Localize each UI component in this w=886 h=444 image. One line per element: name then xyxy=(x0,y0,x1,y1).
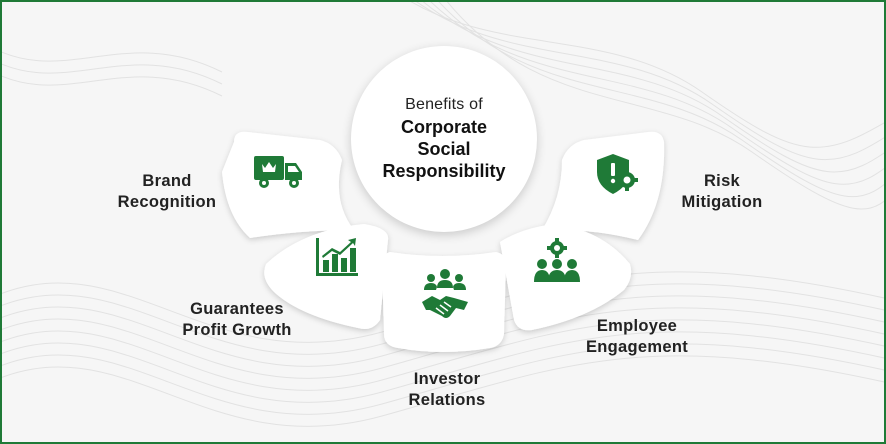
label-employee-line-2: Engagement xyxy=(585,338,689,356)
petal-profit xyxy=(264,224,389,329)
center-title-line-3: Responsibility xyxy=(382,161,506,181)
shield-gear-icon xyxy=(597,154,638,194)
label-profit-line-2: Profit Growth xyxy=(182,321,292,339)
label-brand-recognition: Brand Recognition xyxy=(102,171,232,213)
center-circle: Benefits of Corporate Social Responsibil… xyxy=(351,46,537,232)
team-gear-icon xyxy=(534,238,580,282)
center-pre-title: Benefits of xyxy=(405,96,483,113)
label-employee-line-1: Employee xyxy=(596,317,678,335)
label-profit-growth: Guarantees Profit Growth xyxy=(152,299,322,341)
handshake-group-icon xyxy=(422,269,468,318)
label-brand-line-1: Brand xyxy=(142,172,192,190)
label-brand-line-2: Recognition xyxy=(117,193,217,211)
label-risk-line-2: Mitigation xyxy=(681,193,763,211)
label-employee-engagement: Employee Engagement xyxy=(562,316,712,358)
center-title-line-2: Social xyxy=(417,139,471,159)
label-investor-relations: Investor Relations xyxy=(382,369,512,411)
label-investor-line-2: Relations xyxy=(408,391,486,409)
growth-chart-icon xyxy=(316,238,358,276)
label-profit-line-1: Guarantees xyxy=(190,300,284,318)
label-investor-line-1: Investor xyxy=(413,370,481,388)
label-risk-line-1: Risk xyxy=(703,172,741,190)
label-risk-mitigation: Risk Mitigation xyxy=(662,171,782,213)
delivery-truck-icon xyxy=(254,156,302,188)
center-title-line-1: Corporate xyxy=(400,117,487,137)
